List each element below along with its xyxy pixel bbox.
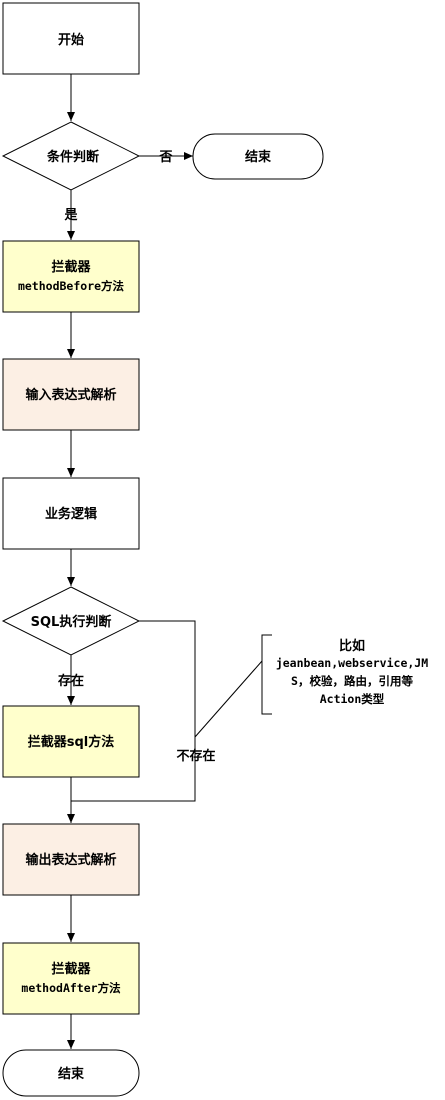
not-exists-label: 不存在 xyxy=(176,748,215,764)
interceptor-sql-label: 拦截器sql方法 xyxy=(28,734,115,750)
business-box xyxy=(2,477,140,550)
end-bottom-terminator xyxy=(2,1049,140,1097)
interceptor-before-method: methodBefore方法 xyxy=(18,279,125,293)
interceptor-after-title: 拦截器 xyxy=(51,961,91,977)
edge-sql-bypass xyxy=(71,620,196,802)
yes-label: 是 xyxy=(63,208,78,223)
output-parse-label: 输出表达式解析 xyxy=(25,852,116,868)
interceptor-after-method: methodAfter方法 xyxy=(21,981,121,995)
input-parse-box xyxy=(2,358,140,431)
no-label: 否 xyxy=(158,150,172,165)
end-bottom-label: 结束 xyxy=(58,1066,85,1082)
business-label: 业务逻辑 xyxy=(45,506,97,522)
note-connector xyxy=(194,660,263,738)
note-line-3: S，校验，路由，引用等 xyxy=(291,674,413,688)
interceptor-before-box xyxy=(2,240,140,313)
note-bracket xyxy=(261,634,272,715)
interceptor-before-title: 拦截器 xyxy=(51,259,91,275)
interceptor-after-box xyxy=(2,942,140,1015)
note-line-2: jeanbean,webservice,JM xyxy=(276,656,428,670)
start-box xyxy=(2,2,140,75)
note-line-4: Action类型 xyxy=(320,692,385,706)
sql-decision-label: SQL执行判断 xyxy=(31,614,112,630)
input-parse-label: 输入表达式解析 xyxy=(25,387,116,403)
start-label: 开始 xyxy=(58,32,84,48)
end-top-terminator xyxy=(192,133,324,180)
condition-label: 条件判断 xyxy=(47,149,99,165)
exists-label: 存在 xyxy=(58,673,84,689)
end-top-label: 结束 xyxy=(245,149,272,165)
note-line-1: 比如 xyxy=(339,638,365,654)
